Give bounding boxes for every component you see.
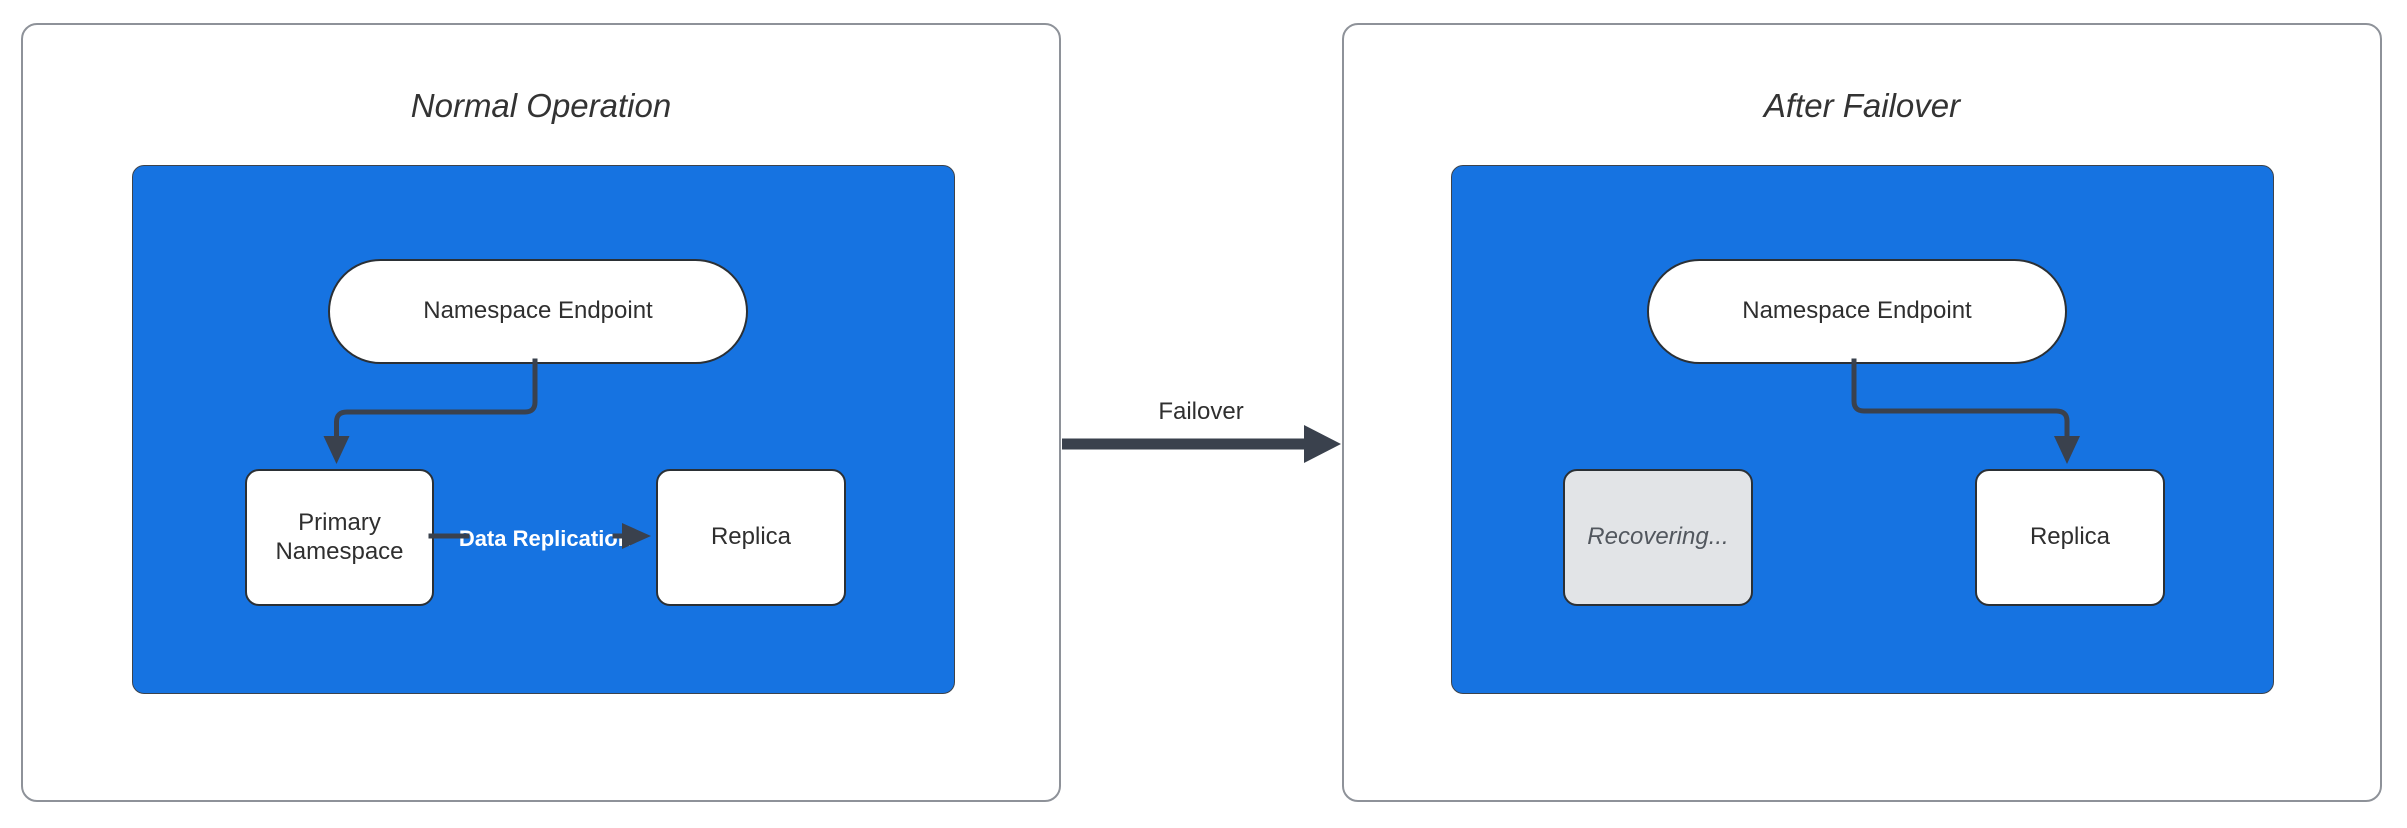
edge-failover-arrowhead — [1304, 425, 1341, 463]
failover-arrow-label: Failover — [1158, 398, 1244, 425]
node-primary-namespace-label: Primary Namespace — [275, 508, 404, 565]
node-recovering-label: Recovering... — [1587, 523, 1729, 551]
panel-title-after-failover: After Failover — [1763, 87, 1961, 124]
edge-label-data-replication: Data Replication — [458, 526, 632, 551]
panel-normal-operation: Normal Operation Namespace Endpoint Prim… — [21, 23, 1061, 802]
panel-after-failover: After Failover Namespace Endpoint Recove… — [1342, 23, 2382, 802]
node-primary-namespace: Primary Namespace — [245, 469, 434, 606]
node-namespace-endpoint-normal-label: Namespace Endpoint — [423, 297, 653, 325]
node-replica-failover-label: Replica — [2029, 523, 2111, 551]
cluster-normal-operation: Namespace Endpoint Primary Namespace Rep… — [132, 165, 955, 694]
node-replica-normal-label: Replica — [710, 523, 792, 551]
node-namespace-endpoint-normal: Namespace Endpoint — [328, 259, 748, 364]
node-namespace-endpoint-failover-label: Namespace Endpoint — [1742, 297, 1972, 325]
node-namespace-endpoint-failover: Namespace Endpoint — [1647, 259, 2067, 364]
cluster-after-failover: Namespace Endpoint Recovering... Replica — [1451, 165, 2274, 694]
panel-title-normal-operation: Normal Operation — [410, 87, 672, 124]
node-recovering: Recovering... — [1563, 469, 1753, 606]
node-replica-failover: Replica — [1975, 469, 2165, 606]
node-replica-normal: Replica — [656, 469, 846, 606]
